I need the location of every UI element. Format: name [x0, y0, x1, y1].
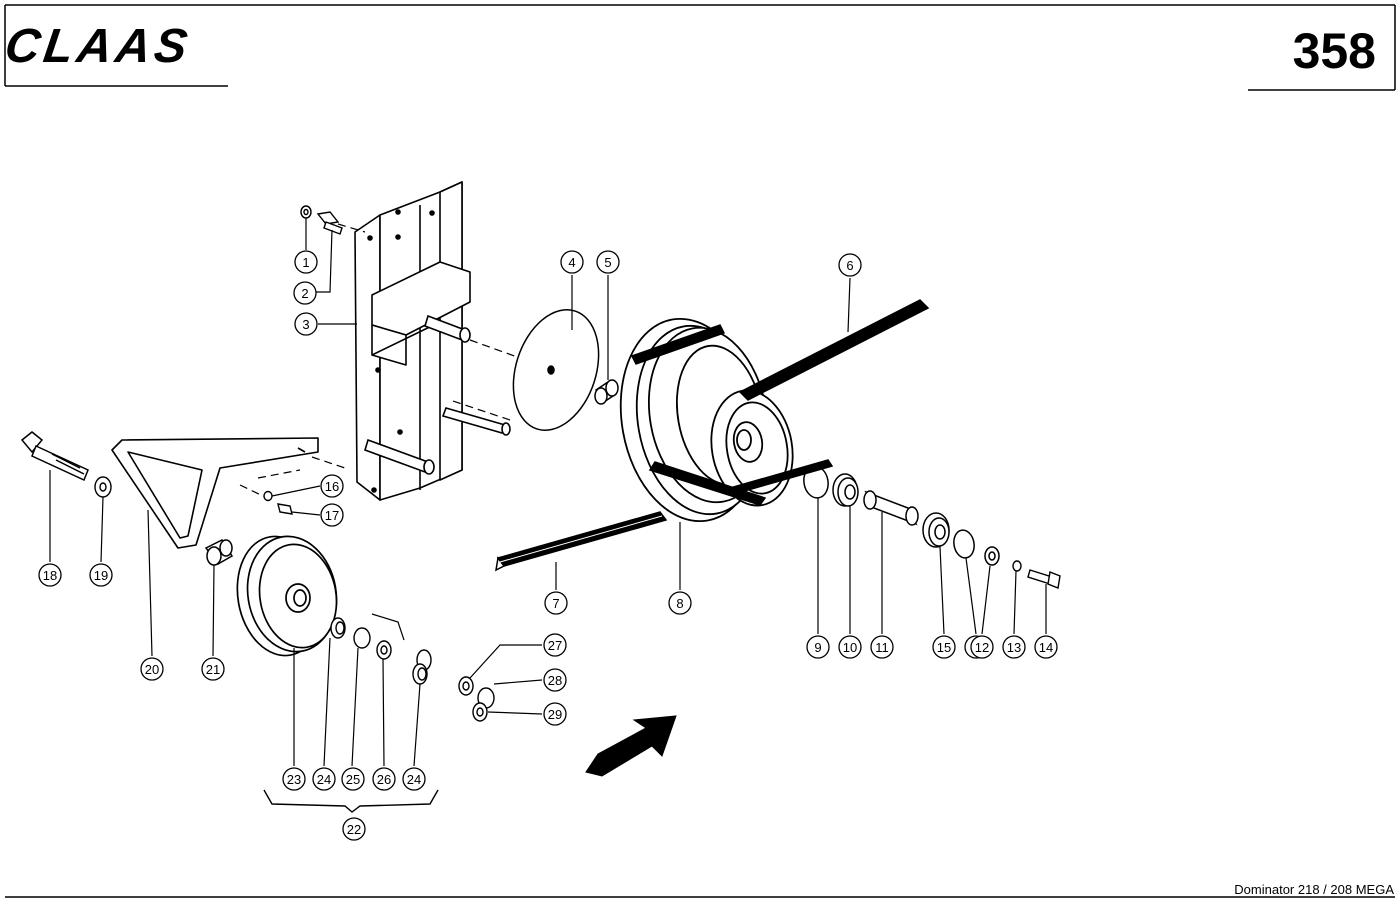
mounting-bracket: [354, 181, 471, 501]
bearing-set-24-26: [330, 617, 432, 685]
svg-text:9: 9: [814, 640, 821, 655]
callout-1: 1: [294, 250, 318, 274]
callout-15: 15: [932, 635, 956, 659]
callout-11: 11: [870, 635, 894, 659]
svg-text:22: 22: [347, 822, 361, 837]
callout-3: 3: [294, 312, 318, 336]
callout-14: 14: [1034, 635, 1058, 659]
assembly-lines: [239, 223, 521, 498]
svg-text:15: 15: [937, 640, 951, 655]
svg-text:28: 28: [548, 673, 562, 688]
washer-19: [94, 476, 112, 498]
callout-4: 4: [560, 250, 584, 274]
group-indicator: [371, 613, 405, 641]
screw-16-17: [263, 490, 293, 515]
svg-text:11: 11: [875, 640, 889, 655]
group-brace-22: [263, 789, 439, 813]
callout-24b: 24: [402, 767, 426, 791]
svg-text:26: 26: [377, 772, 391, 787]
footer-model: Dominator 218 / 208 MEGA: [1234, 882, 1394, 897]
svg-text:1: 1: [302, 255, 309, 270]
callout-23: 23: [282, 767, 306, 791]
callout-10: 10: [838, 635, 862, 659]
belt-6: [630, 299, 930, 506]
svg-text:19: 19: [94, 568, 108, 583]
svg-text:16: 16: [325, 479, 339, 494]
washers-27-29: [458, 676, 495, 722]
claas-logo: CLAAS: [2, 19, 195, 73]
svg-text:29: 29: [548, 707, 562, 722]
bolt-14: [1027, 569, 1061, 589]
tension-pulley-23: [236, 535, 338, 657]
callout-7: 7: [544, 591, 568, 615]
svg-text:18: 18: [43, 568, 57, 583]
belt-7: [495, 459, 834, 572]
washer-1: [300, 205, 312, 219]
svg-text:2: 2: [301, 286, 308, 301]
callout-9a: 9: [806, 635, 830, 659]
callout-29: 29: [543, 702, 567, 726]
callout-25: 25: [341, 767, 365, 791]
svg-text:7: 7: [552, 596, 559, 611]
spacer-21: [204, 539, 234, 566]
callout-16: 16: [320, 474, 344, 498]
callout-27: 27: [543, 633, 567, 657]
svg-text:5: 5: [604, 255, 611, 270]
bearing-10: [832, 473, 859, 507]
svg-text:24: 24: [317, 772, 331, 787]
svg-text:13: 13: [1007, 640, 1021, 655]
svg-text:27: 27: [548, 638, 562, 653]
svg-text:10: 10: [843, 640, 857, 655]
callout-28: 28: [543, 668, 567, 692]
callout-13: 13: [1002, 635, 1026, 659]
callout-17: 17: [320, 503, 344, 527]
svg-text:20: 20: [145, 662, 159, 677]
callout-2: 2: [293, 281, 317, 305]
svg-text:14: 14: [1039, 640, 1053, 655]
svg-text:24: 24: [407, 772, 421, 787]
callout-21: 21: [201, 657, 225, 681]
header-frame: [4, 4, 1396, 91]
callout-20: 20: [140, 657, 164, 681]
circlip-9b: [953, 529, 975, 559]
main-pulley-8: [619, 317, 794, 523]
circlip-9a: [803, 465, 829, 499]
callout-24a: 24: [312, 767, 336, 791]
bolt-18: [20, 431, 89, 482]
callout-5: 5: [596, 250, 620, 274]
svg-text:25: 25: [346, 772, 360, 787]
sleeve-11: [863, 490, 919, 526]
svg-text:21: 21: [206, 662, 220, 677]
callout-18: 18: [38, 563, 62, 587]
callout-19: 19: [89, 563, 113, 587]
svg-text:12: 12: [975, 640, 989, 655]
svg-text:17: 17: [325, 508, 339, 523]
bolt-2: [316, 211, 343, 235]
washer-13: [1012, 560, 1022, 572]
page-number: 358: [1293, 23, 1376, 79]
direction-arrow: [585, 715, 677, 777]
bracket-shafts: [364, 314, 511, 475]
washer-12: [984, 546, 1000, 566]
svg-text:4: 4: [568, 255, 575, 270]
callout-22: 22: [342, 817, 366, 841]
bushing-5: [594, 379, 619, 405]
callout-12-display: 12: [970, 635, 994, 659]
callout-6: 6: [838, 253, 862, 277]
callout-8: 8: [668, 591, 692, 615]
callout-26: 26: [372, 767, 396, 791]
svg-text:3: 3: [302, 317, 309, 332]
disc-4: [512, 309, 600, 431]
svg-text:23: 23: [287, 772, 301, 787]
tensioner-arm-20: [111, 437, 319, 549]
bearing-15: [922, 512, 950, 548]
svg-text:6: 6: [846, 258, 853, 273]
svg-text:8: 8: [676, 596, 683, 611]
leader-lines: [49, 218, 1047, 767]
